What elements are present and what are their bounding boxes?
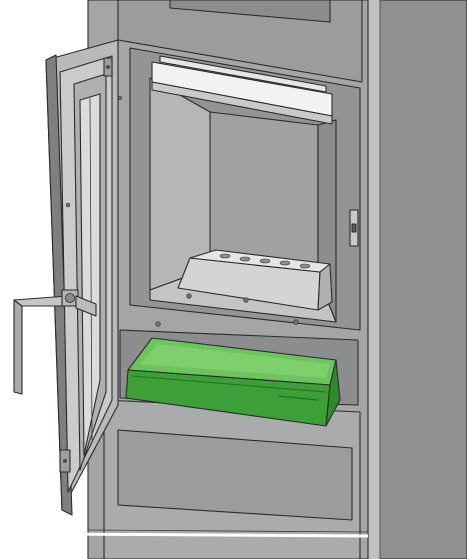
door-edge (45, 54, 73, 516)
stove-side-panel (375, 0, 467, 559)
ash-pan-side (325, 359, 341, 427)
door-handle[interactable] (13, 289, 97, 395)
lower-kick-plate (117, 429, 353, 521)
top-panel-recess (169, 0, 331, 23)
door-gasket-channel (79, 93, 101, 456)
baffle-plate-edge (151, 81, 333, 125)
stove-top-panel (117, 0, 363, 83)
door-hinges (59, 57, 113, 473)
ash-pan-lip (131, 375, 327, 393)
upper-trim (159, 55, 327, 93)
burn-pot-holes (219, 253, 311, 269)
ash-pan-top-highlight (140, 344, 330, 378)
floor-line (59, 532, 369, 538)
burn-pot-side (317, 263, 333, 311)
stove-side-edge (368, 0, 380, 559)
